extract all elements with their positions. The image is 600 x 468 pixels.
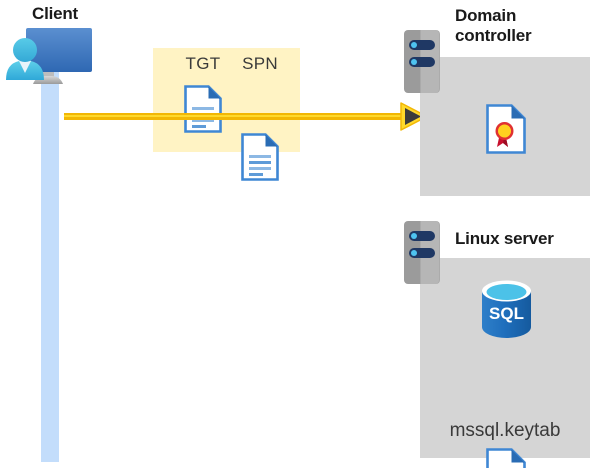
spn-label: SPN	[242, 54, 278, 73]
request-arrow	[400, 102, 428, 131]
sql-database-icon: SQL	[481, 280, 532, 338]
user-monitor-icon	[6, 26, 92, 90]
document-icon	[486, 448, 526, 468]
request-flow-line	[64, 113, 412, 120]
domain-controller-label: Domain controller	[455, 6, 532, 45]
client-label: Client	[32, 4, 79, 23]
server-rack-icon	[404, 221, 440, 284]
tgt-label: TGT	[185, 54, 221, 73]
sql-database-text: SQL	[489, 304, 524, 323]
server-rack-icon	[404, 30, 440, 93]
keytab-filename-label: mssql.keytab	[449, 420, 561, 441]
linux-server-label: Linux server	[455, 229, 554, 248]
certificate-document-icon	[486, 104, 526, 154]
ticket-highlight-box	[153, 48, 300, 152]
document-icon	[184, 85, 222, 133]
client-lifeline	[41, 70, 59, 462]
document-icon	[241, 133, 279, 181]
